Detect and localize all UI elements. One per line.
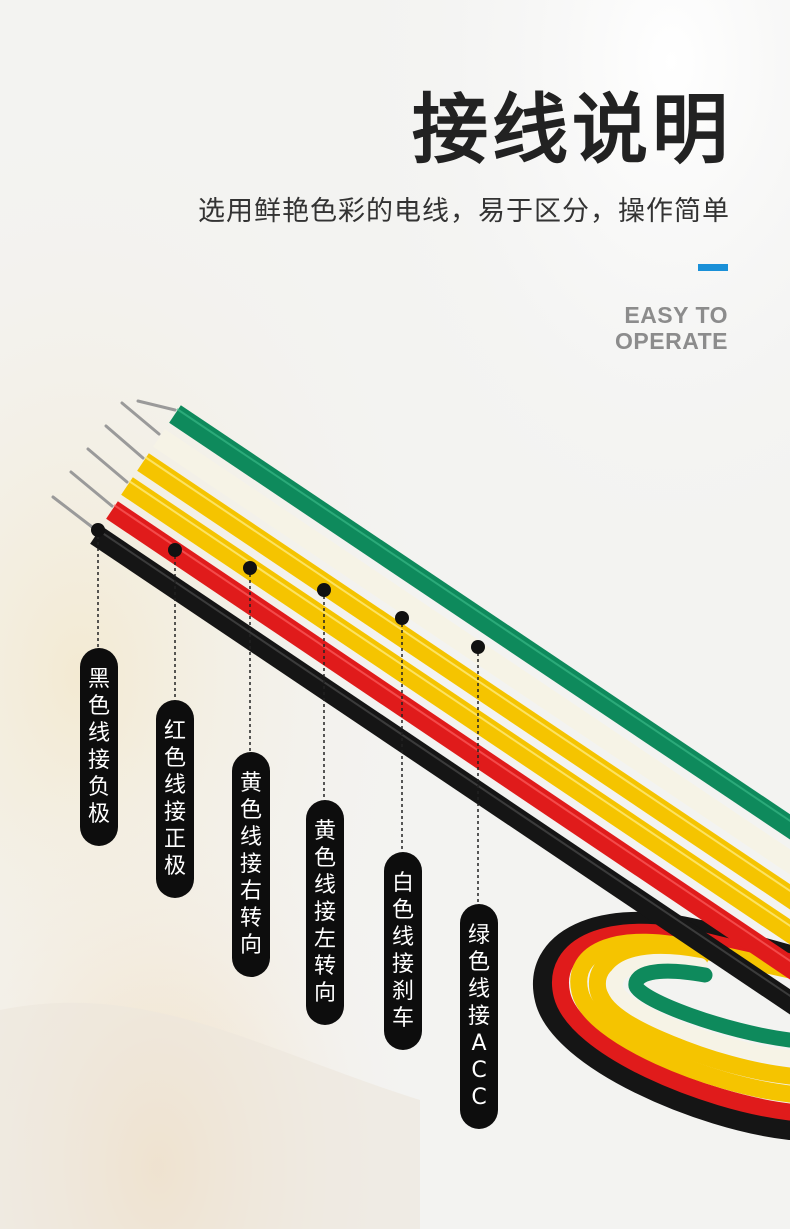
- page-title: 接线说明: [412, 85, 732, 174]
- label-text: 黑色线接负极: [87, 667, 110, 827]
- label-red-wire: 红色线接正极: [156, 700, 194, 898]
- label-text: 绿色线接ACC: [467, 923, 490, 1110]
- label-text: 黄色线接左转向: [313, 819, 336, 1006]
- wire-green: [169, 405, 790, 840]
- label-text: 白色线接刹车: [391, 871, 414, 1031]
- leader-lines: [97, 530, 479, 904]
- label-yellow-left-wire: 黄色线接左转向: [306, 800, 344, 1025]
- leader-dots: [91, 523, 485, 654]
- cable-coil: [533, 911, 790, 1140]
- wire-black: [90, 526, 790, 1015]
- accent-bar: [698, 264, 728, 271]
- connector-pins: [51, 399, 177, 532]
- label-white-wire: 白色线接刹车: [384, 852, 422, 1050]
- cable-ribbon: [90, 405, 790, 1015]
- label-text: 红色线接正极: [163, 719, 186, 879]
- easy-to-operate-badge: EASY TO OPERATE: [615, 302, 728, 354]
- page-subtitle: 选用鲜艳色彩的电线，易于区分，操作简单: [198, 196, 730, 227]
- wire-red: [106, 501, 790, 980]
- label-yellow-right-wire: 黄色线接右转向: [232, 752, 270, 977]
- label-green-wire: 绿色线接ACC: [460, 904, 498, 1129]
- label-text: 黄色线接右转向: [239, 771, 262, 958]
- badge-line-1: EASY TO: [624, 302, 728, 328]
- wire-yellow-left: [137, 453, 790, 910]
- wire-yellow-right: [121, 477, 790, 945]
- label-black-wire: 黑色线接负极: [80, 648, 118, 846]
- wire-white: [153, 429, 790, 875]
- badge-line-2: OPERATE: [615, 328, 728, 354]
